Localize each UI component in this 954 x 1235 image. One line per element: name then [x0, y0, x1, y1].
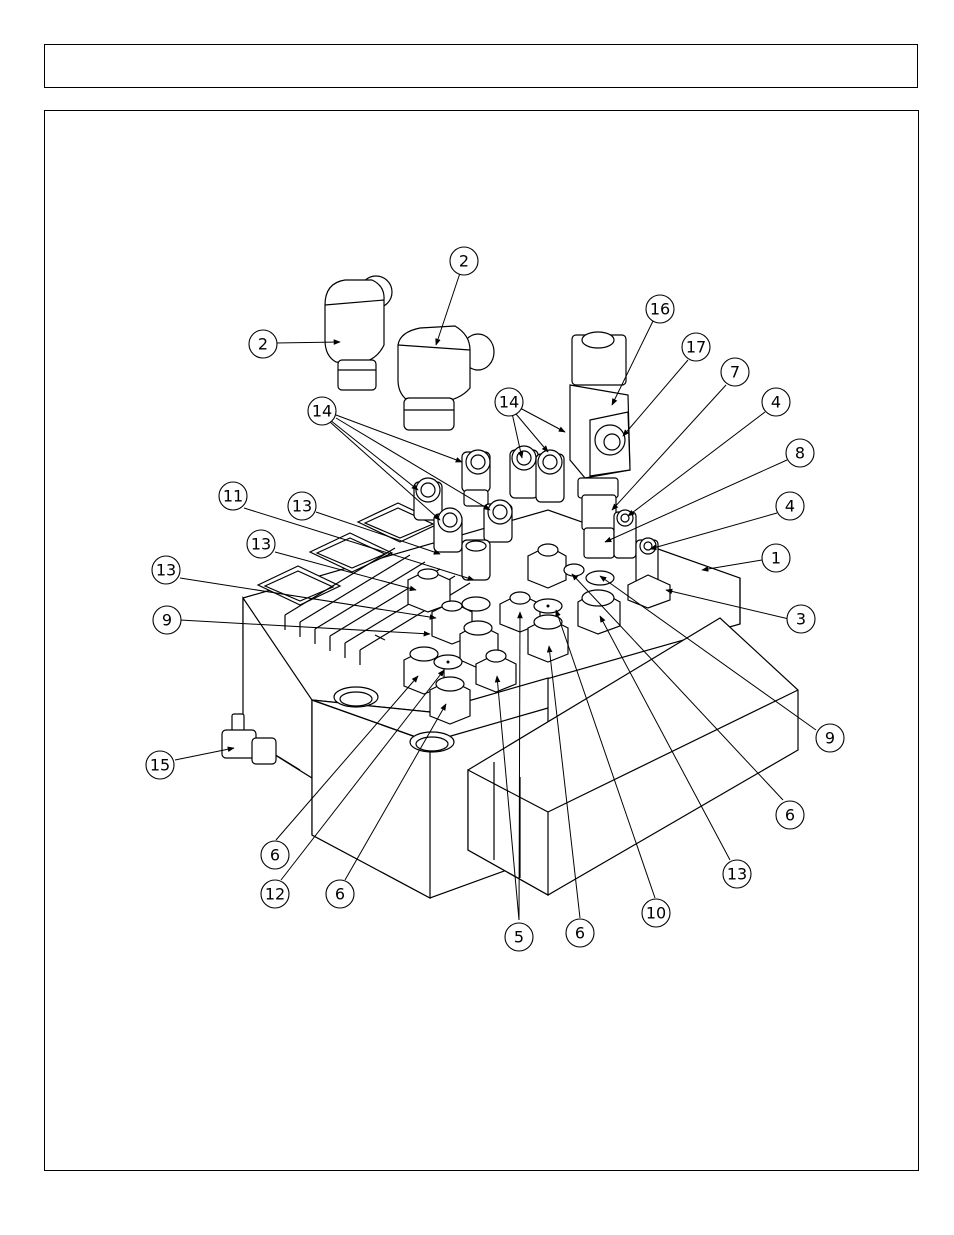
callout-label: 11	[223, 487, 243, 506]
callout-2a: 2	[248, 329, 278, 359]
callout-label: 6	[575, 924, 585, 943]
callout-16: 16	[645, 294, 675, 324]
header-box	[44, 44, 918, 88]
callout-14a: 14	[307, 396, 337, 426]
callout-13a: 13	[287, 491, 317, 521]
valve-body	[242, 509, 799, 900]
callout-label: 6	[335, 885, 345, 904]
callout-13d: 13	[722, 859, 752, 889]
callout-8: 8	[785, 438, 815, 468]
callout-14b: 14	[494, 387, 524, 417]
callout-label: 2	[459, 252, 469, 271]
callout-label: 7	[730, 363, 740, 382]
callout-label: 9	[825, 729, 835, 748]
callout-15: 15	[145, 750, 175, 780]
callout-1: 1	[761, 543, 791, 573]
callout-13c: 13	[151, 555, 181, 585]
callout-6d: 6	[775, 800, 805, 830]
callout-label: 13	[727, 865, 747, 884]
callout-label: 4	[785, 497, 795, 516]
callout-label: 5	[514, 928, 524, 947]
callout-3: 3	[786, 604, 816, 634]
callout-2b: 2	[449, 246, 479, 276]
callout-label: 12	[265, 885, 285, 904]
diagram-frame	[44, 110, 919, 1171]
callout-label: 14	[312, 402, 332, 421]
side-fitting	[221, 713, 277, 765]
plugs-and-caps	[403, 543, 621, 725]
callout-12: 12	[260, 879, 290, 909]
fittings	[413, 445, 671, 609]
callout-6a: 6	[260, 840, 290, 870]
callout-label: 13	[292, 497, 312, 516]
callout-label: 16	[650, 300, 670, 319]
callout-9a: 9	[152, 605, 182, 635]
callout-5: 5	[504, 922, 534, 952]
leader-lines	[174, 272, 817, 921]
callout-label: 17	[686, 338, 706, 357]
callout-label: 6	[785, 806, 795, 825]
callout-label: 6	[270, 846, 280, 865]
callout-label: 14	[499, 393, 519, 412]
callout-label: 8	[795, 444, 805, 463]
solenoid-coil-left	[324, 275, 393, 391]
callout-label: 13	[251, 535, 271, 554]
callout-label: 3	[796, 610, 806, 629]
callout-label: 10	[646, 904, 666, 923]
callout-label: 2	[258, 335, 268, 354]
callout-label: 4	[771, 393, 781, 412]
callout-label: 15	[150, 756, 170, 775]
callout-4a: 4	[761, 387, 791, 417]
callout-label: 9	[162, 611, 172, 630]
solenoid-coil-right	[397, 325, 495, 431]
callout-label: 1	[771, 549, 781, 568]
callout-label: 13	[156, 561, 176, 580]
relief-valve	[569, 331, 631, 559]
callout-6b: 6	[325, 879, 355, 909]
callout-10: 10	[641, 898, 671, 928]
callout-6c: 6	[565, 918, 595, 948]
callout-7: 7	[720, 357, 750, 387]
callout-9b: 9	[815, 723, 845, 753]
callout-4b: 4	[775, 491, 805, 521]
callout-13b: 13	[246, 529, 276, 559]
callout-17: 17	[681, 332, 711, 362]
callout-11: 11	[218, 481, 248, 511]
